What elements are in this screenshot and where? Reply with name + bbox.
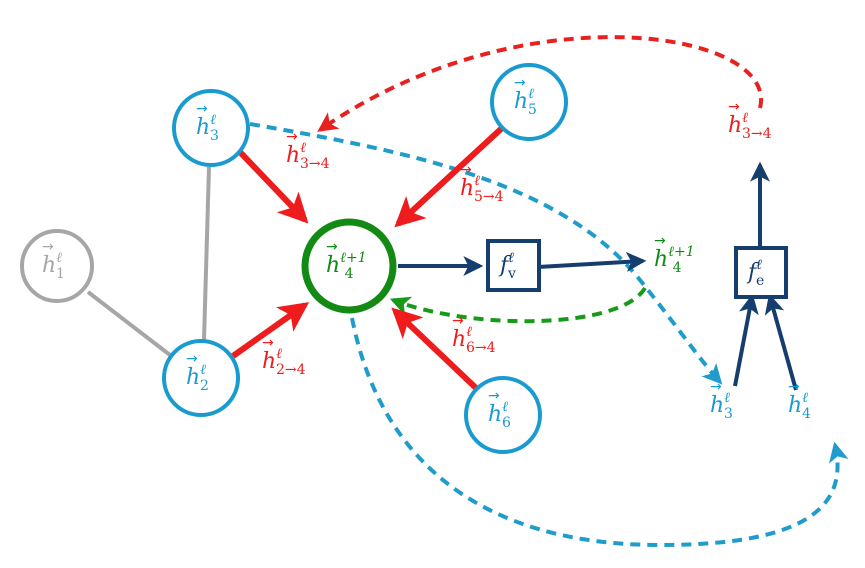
arrow-h3-to-h4 [235, 147, 309, 224]
vector-arrow-h5: → [514, 75, 526, 91]
arrow-h4-to-fe [764, 293, 798, 391]
vector-arrow-h3: → [196, 101, 208, 117]
fv-box [486, 239, 541, 292]
arrow-h6-to-h4 [391, 307, 479, 391]
node-h1 [20, 229, 94, 303]
vector-arrow-h2: → [186, 351, 198, 367]
vector-arrow-m24: → [262, 335, 274, 351]
vector-arrow-out-h4: → [654, 233, 666, 249]
vector-arrow-in-h4: → [788, 379, 800, 395]
vector-arrow-m34: → [286, 129, 298, 145]
vector-arrow-h6: → [488, 388, 500, 404]
arrow-fv-to-output [537, 251, 647, 272]
edge-h3-h2 [202, 166, 211, 341]
vector-arrow-in-h3: → [710, 379, 722, 395]
node-h2 [162, 339, 240, 417]
arrow-h2-to-h4 [231, 302, 310, 359]
dashed-h4-to-fe-input [350, 317, 849, 548]
node-h4-next [301, 218, 397, 314]
dashed-h3-to-fe-input [249, 122, 723, 385]
edge-h1-h2 [86, 290, 172, 357]
arrow-h3-to-fe [733, 293, 759, 387]
vector-arrow-m64: → [452, 313, 464, 329]
fe-box [734, 246, 788, 299]
node-h6 [464, 376, 542, 454]
node-h3 [172, 89, 250, 167]
vector-arrow-out-m34: → [728, 99, 740, 115]
vector-arrow-h1: → [42, 239, 54, 255]
dashed-update-return-arrow [389, 286, 647, 324]
vector-arrow-m54: → [460, 162, 472, 178]
arrow-h5-to-h4 [394, 125, 505, 228]
node-h5 [490, 63, 568, 141]
vector-arrow-h4-next: → [326, 239, 338, 255]
dashed-message-return-arrow [317, 35, 764, 132]
